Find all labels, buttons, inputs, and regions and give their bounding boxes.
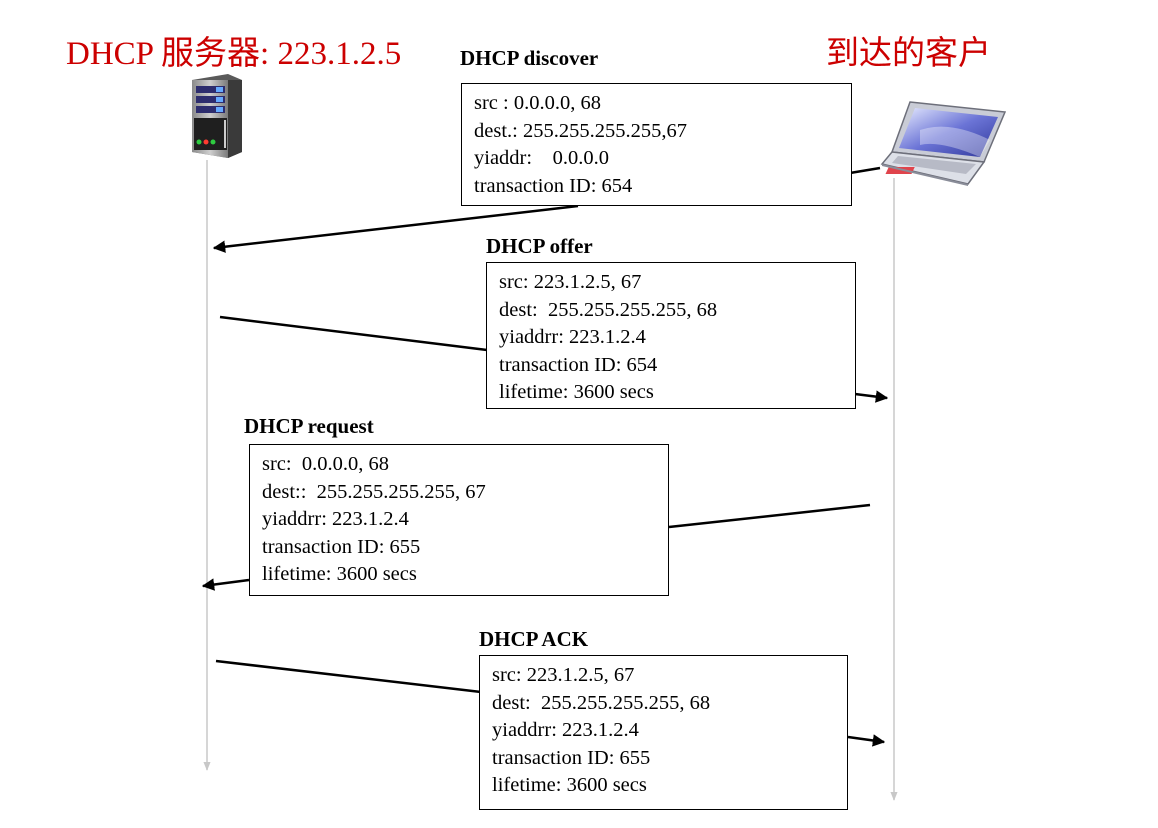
offer-lifetime: lifetime: 3600 secs	[499, 381, 654, 404]
ack-transaction-id: transaction ID: 655	[492, 746, 651, 769]
discover-arrow-tail	[849, 166, 881, 175]
offer-src: src: 223.1.2.5, 67	[499, 271, 642, 293]
request-arrow-tail	[668, 503, 871, 529]
discover-box: src : 0.0.0.0, 68 dest.: 255.255.255.255…	[461, 83, 852, 206]
offer-yiaddrr: yiaddrr: 223.1.2.4	[499, 326, 646, 349]
client-heading: 到达的客户	[826, 36, 991, 72]
ack-title: DHCP ACK	[479, 627, 589, 651]
discover-dest: dest.: 255.255.255.255,67	[474, 119, 687, 142]
request-src: src: 0.0.0.0, 68	[262, 453, 389, 475]
offer-arrow-tail	[219, 315, 488, 352]
ack-arrow-tail	[215, 659, 482, 694]
request-lifetime: lifetime: 3600 secs	[262, 563, 417, 586]
offer-title: DHCP offer	[486, 234, 593, 258]
request-yiaddrr: yiaddrr: 223.1.2.4	[262, 508, 409, 531]
server-tower-icon	[192, 74, 242, 158]
ack-src: src: 223.1.2.5, 67	[492, 664, 635, 686]
request-title: DHCP request	[244, 414, 374, 438]
discover-title: DHCP discover	[460, 46, 599, 70]
offer-arrow	[854, 390, 889, 403]
request-dest: dest:: 255.255.255.255, 67	[262, 480, 486, 503]
request-transaction-id: transaction ID: 655	[262, 535, 421, 558]
offer-dest: dest: 255.255.255.255, 68	[499, 298, 718, 321]
ack-arrow	[847, 734, 886, 747]
ack-yiaddrr: yiaddrr: 223.1.2.4	[492, 719, 639, 742]
offer-box: src: 223.1.2.5, 67 dest: 255.255.255.255…	[486, 262, 856, 409]
ack-box: src: 223.1.2.5, 67 dest: 255.255.255.255…	[479, 655, 848, 810]
discover-yiaddr: yiaddr: 0.0.0.0	[474, 147, 609, 170]
request-box: src: 0.0.0.0, 68 dest:: 255.255.255.255,…	[249, 444, 669, 596]
ack-lifetime: lifetime: 3600 secs	[492, 774, 647, 797]
discover-arrow	[212, 204, 579, 253]
discover-transaction-id: transaction ID: 654	[474, 174, 633, 197]
offer-transaction-id: transaction ID: 654	[499, 353, 658, 376]
request-arrow	[201, 578, 250, 591]
laptop-icon	[880, 101, 1007, 186]
discover-src: src : 0.0.0.0, 68	[474, 92, 601, 114]
ack-dest: dest: 255.255.255.255, 68	[492, 691, 711, 714]
server-heading: DHCP 服务器: 223.1.2.5	[66, 36, 402, 72]
